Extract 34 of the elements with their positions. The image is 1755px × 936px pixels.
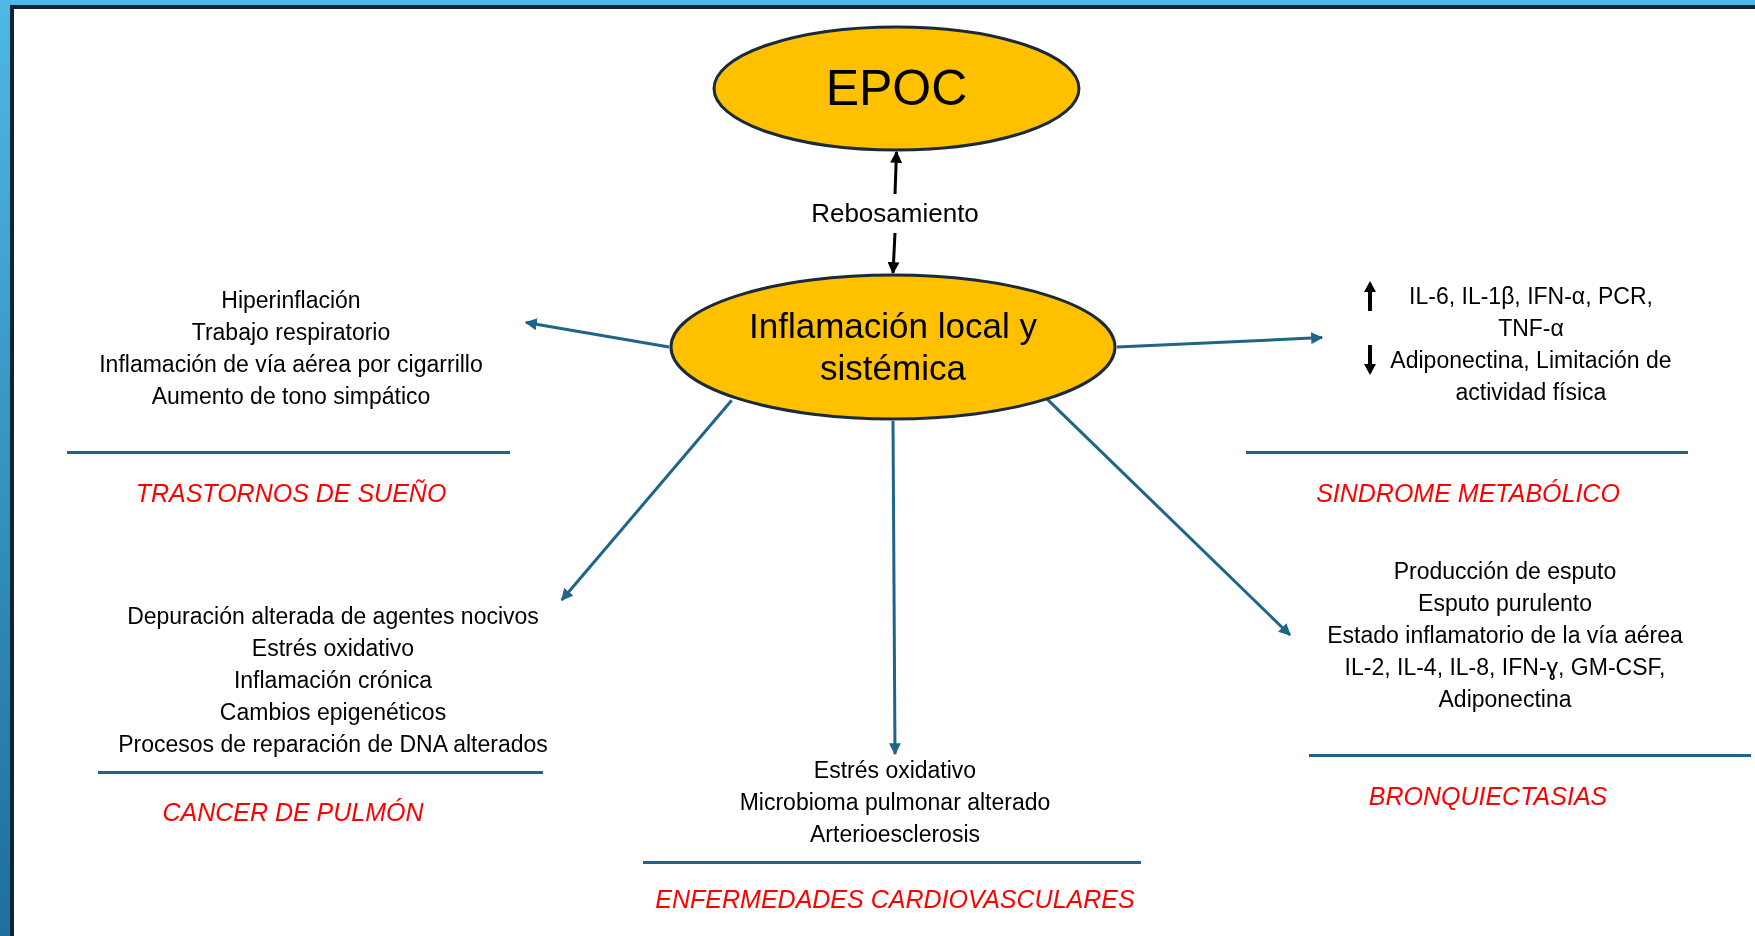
- text-line: Inflamación crónica: [233, 666, 433, 695]
- text-line: Rebosamiento: [811, 197, 979, 230]
- text-line: Hiperinflación: [221, 286, 361, 315]
- arrow: [888, 421, 901, 756]
- category-title: ENFERMEDADES CARDIOVASCULARES: [655, 884, 1135, 916]
- text-line: Microbioma pulmonar alterado: [739, 788, 1051, 817]
- text-line: Producción de esputo: [1393, 557, 1617, 586]
- text-line: Adiponectina, Limitación de actividad física: [1389, 346, 1673, 407]
- arrow: [524, 318, 670, 349]
- category-title: BRONQUIECTASIAS: [1368, 781, 1608, 813]
- arrow: [887, 232, 900, 275]
- text-line: Estrés oxidativo: [251, 634, 415, 663]
- ellipse-node: [712, 25, 1081, 152]
- category-title: TRASTORNOS DE SUEÑO: [135, 478, 447, 510]
- arrow: [890, 150, 903, 195]
- text-line: Arterioesclerosis: [810, 820, 980, 849]
- text-line: Aumento de tono simpático: [151, 382, 431, 411]
- text-line: Estado inflamatorio de la vía aérea: [1327, 621, 1683, 650]
- text-line: Trabajo respiratorio: [191, 318, 391, 347]
- text-line: Inflamación de vía aérea por cigarrillo: [99, 350, 483, 379]
- arrow: [560, 399, 733, 601]
- text-line: IL-6, IL-1β, IFN-α, PCR, TNF-α: [1408, 282, 1654, 343]
- text-line: Cambios epigenéticos: [219, 698, 447, 727]
- text-line: Procesos de reparación de DNA alterados: [118, 730, 548, 759]
- category-title: CANCER DE PULMÓN: [162, 797, 424, 829]
- ellipse-node: [669, 273, 1117, 421]
- node-label: Inflamación local y sistémica: [748, 305, 1038, 389]
- text-line: IL-2, IL-4, IL-8, IFN-ɣ, GM-CSF, Adiponectina: [1343, 653, 1667, 714]
- category-title: SINDROME METABÓLICO: [1316, 478, 1620, 510]
- text-line: Esputo purulento: [1418, 589, 1592, 618]
- text-line: Depuración alterada de agentes nocivos: [127, 602, 539, 631]
- node-label: EPOC: [825, 59, 968, 118]
- arrow: [1116, 332, 1324, 349]
- text-line: Estrés oxidativo: [813, 756, 977, 785]
